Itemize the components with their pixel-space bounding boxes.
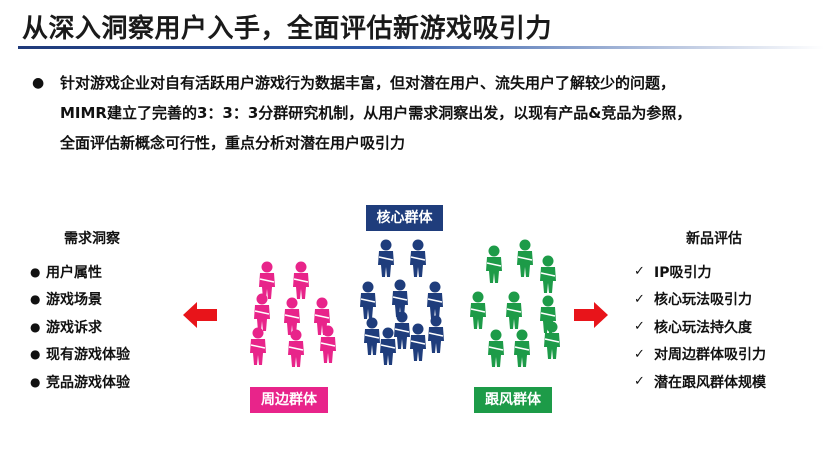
core-person-icon xyxy=(410,323,426,361)
core-person-icon xyxy=(428,315,444,353)
bullet-icon: ● xyxy=(30,264,41,279)
core-person-icon xyxy=(392,279,408,317)
core-group-tag: 核心群体 xyxy=(366,205,443,231)
bullet-icon: ● xyxy=(30,319,41,334)
list-item: ●游戏场景 xyxy=(30,292,102,309)
list-item: ●游戏诉求 xyxy=(30,319,102,336)
core-person-icon xyxy=(394,311,410,349)
bullet-icon: ● xyxy=(30,292,41,307)
peripheral-person-icon xyxy=(250,327,266,365)
follower-person-icon xyxy=(470,291,486,329)
peripheral-person-icon xyxy=(259,261,275,299)
follower-group-tag: 跟风群体 xyxy=(474,387,552,413)
peripheral-person-icon xyxy=(293,261,309,299)
check-icon: ✓ xyxy=(634,291,645,307)
peripheral-person-icon xyxy=(288,329,304,367)
follower-person-icon xyxy=(486,245,502,283)
core-person-icon xyxy=(378,239,394,277)
list-item: ✓核心玩法持久度 xyxy=(634,319,752,336)
list-item: ●用户属性 xyxy=(30,264,102,281)
intro-line-3: 全面评估新概念可行性，重点分析对潜在用户吸引力 xyxy=(60,134,406,152)
follower-person-icon xyxy=(544,321,560,359)
list-item: ●竞品游戏体验 xyxy=(30,374,130,391)
bullet-icon: ● xyxy=(30,347,41,362)
evaluation-title: 新品评估 xyxy=(686,231,742,247)
follower-person-icon xyxy=(506,291,522,329)
follower-person-icon xyxy=(514,329,530,367)
list-item: ✓IP吸引力 xyxy=(634,264,712,281)
intro-bullet: ● xyxy=(32,75,45,91)
peripheral-person-icon xyxy=(254,293,270,331)
follower-person-icon xyxy=(517,239,533,277)
peripheral-person-icon xyxy=(284,297,300,335)
peripheral-person-icon xyxy=(320,325,336,363)
evaluation-list: ✓IP吸引力 ✓核心玩法吸引力 ✓核心玩法持久度 ✓对周边群体吸引力 ✓潜在跟风… xyxy=(634,258,766,396)
arrow-left-icon xyxy=(183,302,217,328)
core-person-icon xyxy=(364,317,380,355)
title-divider xyxy=(18,46,824,49)
follower-person-icon xyxy=(488,329,504,367)
list-item: ✓潜在跟风群体规模 xyxy=(634,374,766,391)
core-person-icon xyxy=(427,281,443,319)
intro-paragraph: ● 针对游戏企业对自有活跃用户游戏行为数据丰富，但对潜在用户、流失用户了解较少的… xyxy=(32,68,812,158)
follower-person-icon xyxy=(540,255,556,293)
check-icon: ✓ xyxy=(634,346,645,362)
list-item: ●现有游戏体验 xyxy=(30,347,130,364)
list-item: ✓对周边群体吸引力 xyxy=(634,346,766,364)
check-icon: ✓ xyxy=(634,374,645,390)
check-icon: ✓ xyxy=(634,264,645,280)
intro-line-1: 针对游戏企业对自有活跃用户游戏行为数据丰富，但对潜在用户、流失用户了解较少的问题… xyxy=(60,74,676,92)
bullet-icon: ● xyxy=(30,374,41,389)
core-person-icon xyxy=(360,281,376,319)
page-title: 从深入洞察用户入手，全面评估新游戏吸引力 xyxy=(22,14,553,44)
check-icon: ✓ xyxy=(634,319,645,335)
needs-title: 需求洞察 xyxy=(64,231,120,247)
peripheral-group-tag: 周边群体 xyxy=(250,387,328,413)
core-person-icon xyxy=(410,239,426,277)
intro-line-2: MIMR建立了完善的3：3：3分群研究机制，从用户需求洞察出发，以现有产品&竞品… xyxy=(60,104,692,122)
core-person-icon xyxy=(380,327,396,365)
list-item: ✓核心玩法吸引力 xyxy=(634,291,752,309)
needs-list: ●用户属性 ●游戏场景 ●游戏诉求 ●现有游戏体验 ●竞品游戏体验 xyxy=(30,258,130,396)
arrow-right-icon xyxy=(574,302,608,328)
